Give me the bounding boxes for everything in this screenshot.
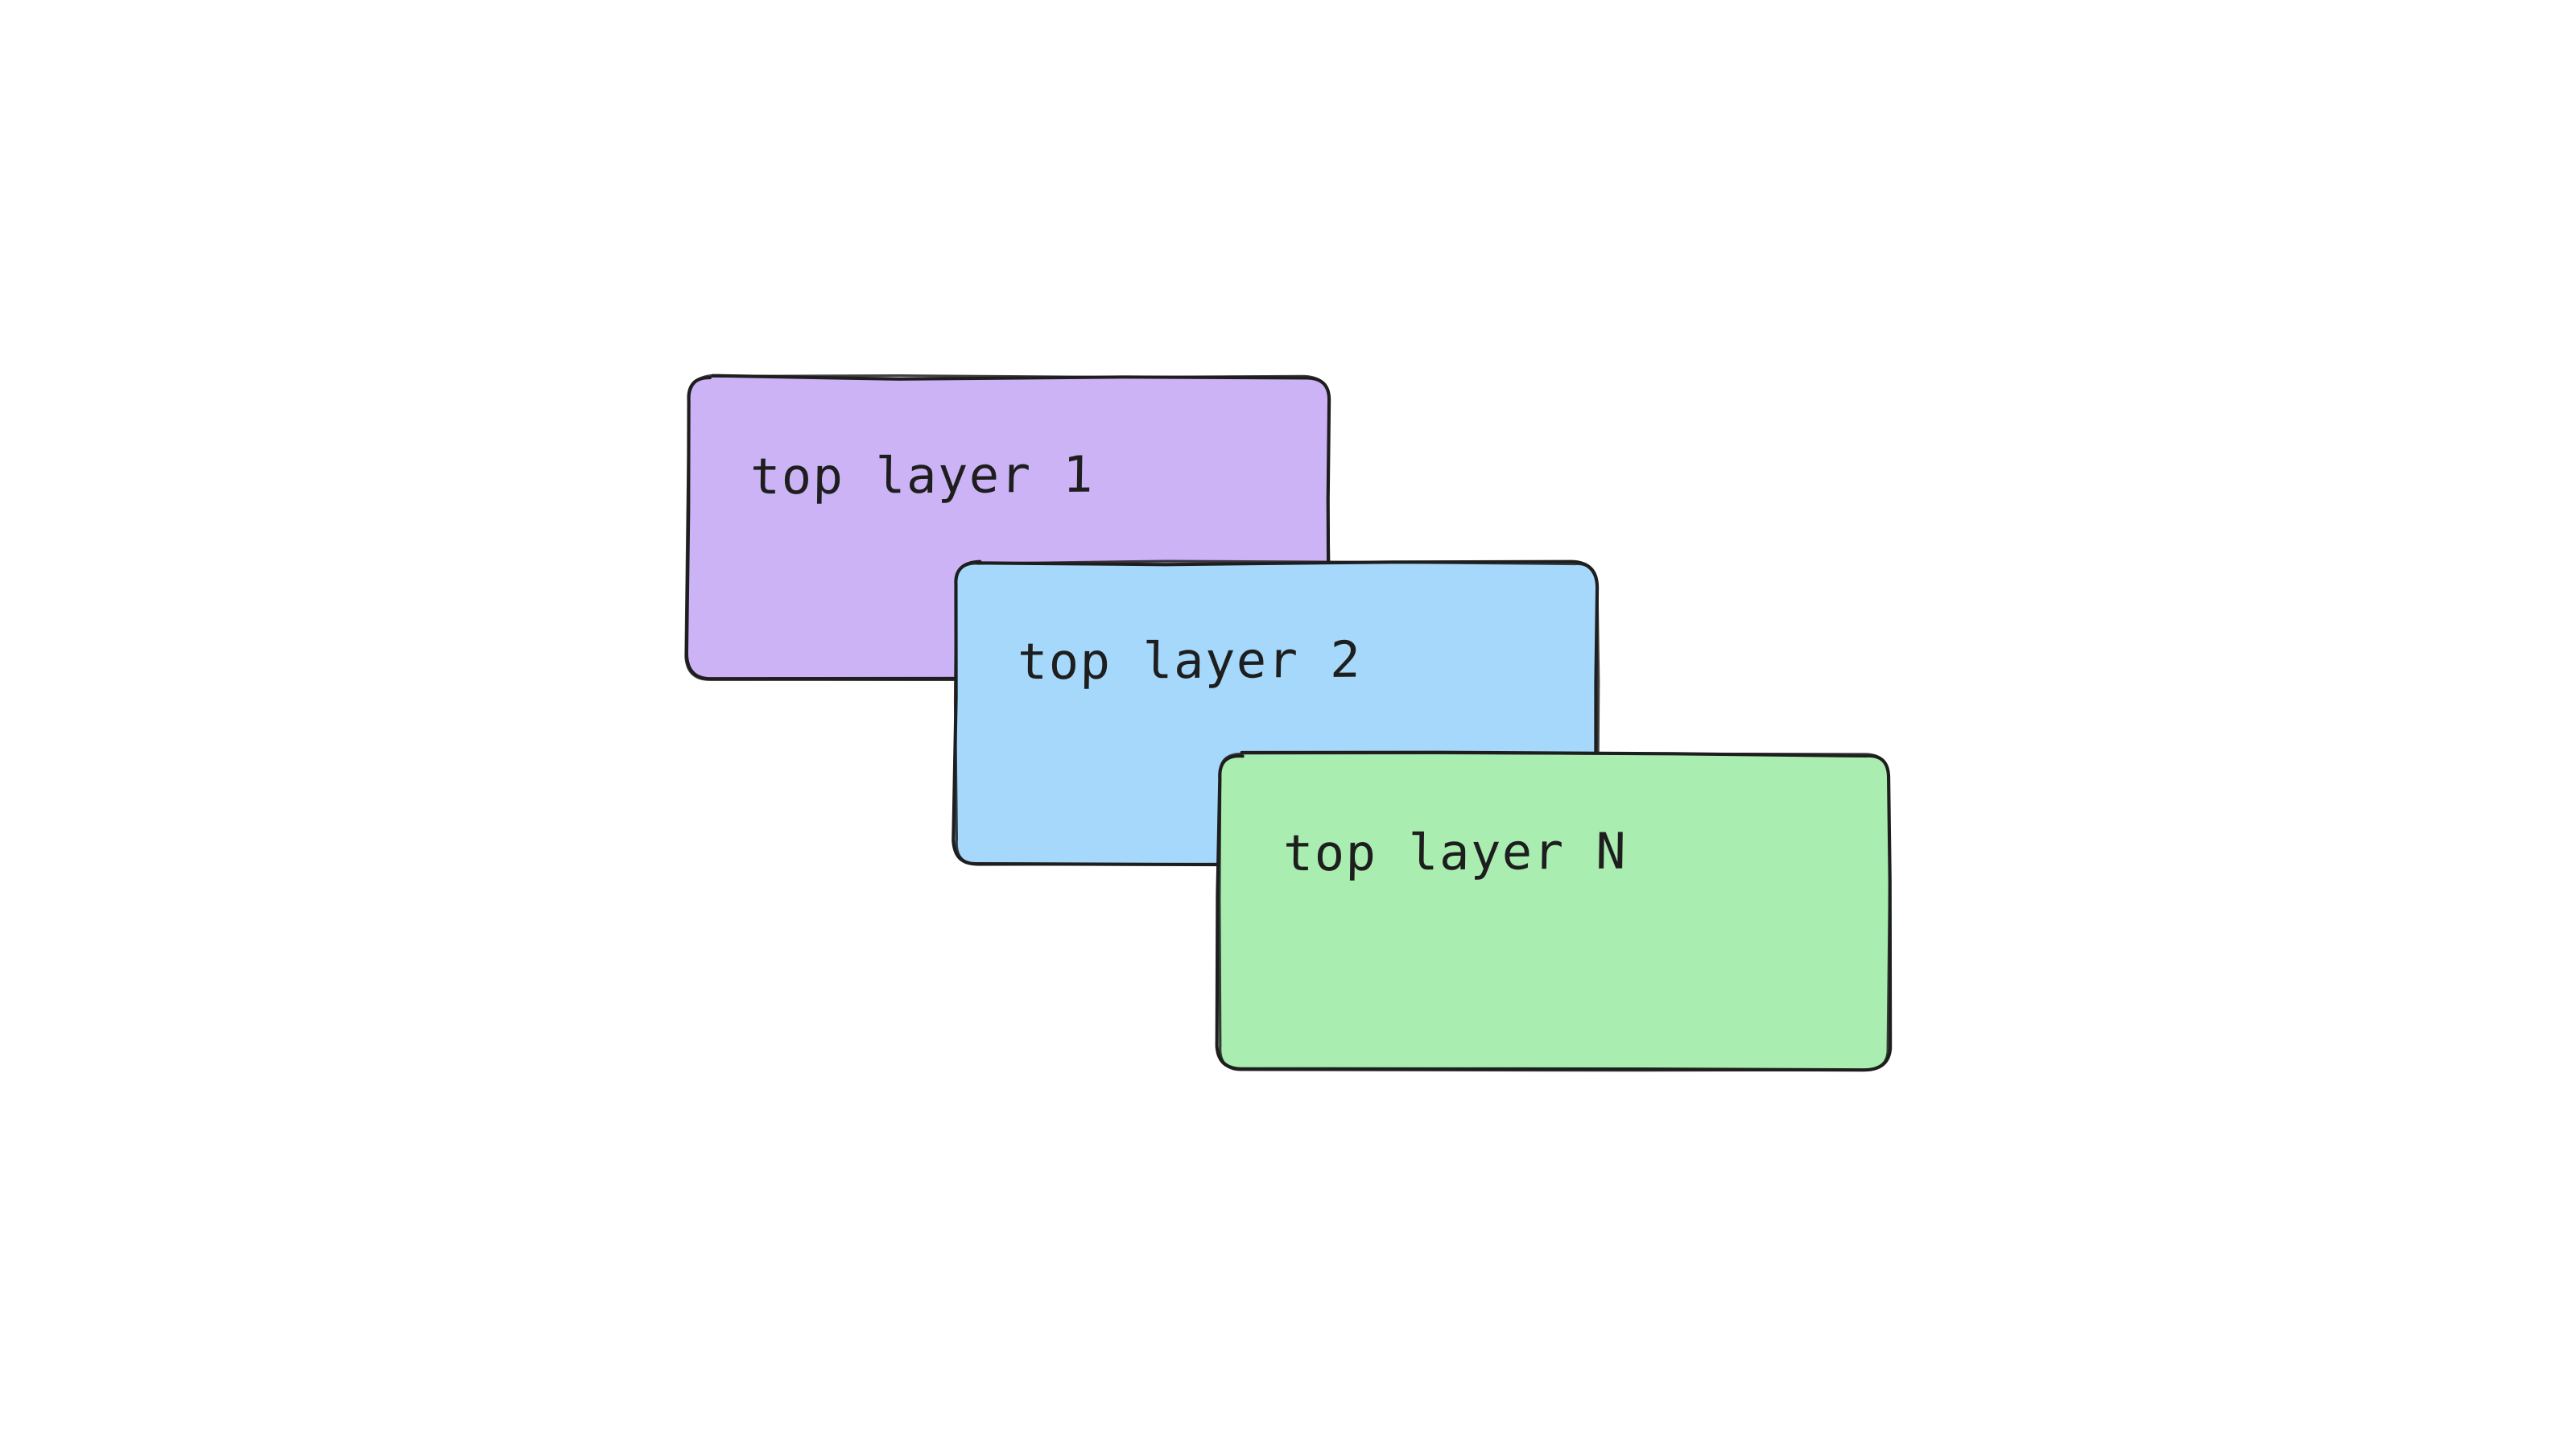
layer-shape-3 — [1215, 750, 1893, 1072]
layer-label-3: top layer N — [1282, 821, 1628, 883]
layer-outline-3 — [1218, 751, 1892, 1072]
layer-label-2: top layer 2 — [1017, 630, 1362, 691]
layer-label-1: top layer 1 — [749, 444, 1095, 506]
layer-card-3[interactable]: top layer N — [1214, 749, 1893, 1075]
layer-fill-3 — [1218, 753, 1889, 1071]
